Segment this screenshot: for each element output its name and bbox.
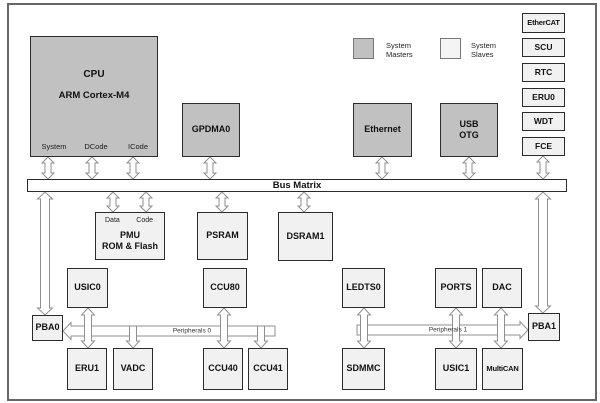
block-psram: PSRAM [197, 212, 248, 260]
block-vadc: VADC [113, 348, 153, 390]
peripheral-bus0-line [62, 321, 276, 341]
block-gpdma0: GPDMA0 [182, 103, 240, 157]
pmu-line1: PMU [119, 229, 140, 240]
block-multican: MultiCAN [482, 348, 523, 390]
block-pba1: PBA1 [528, 313, 560, 341]
arrow-bus-dsram1 [296, 191, 312, 213]
arrow-bus-pmu-data [105, 191, 121, 213]
bus-matrix-label: Bus Matrix [272, 180, 322, 191]
arrow-cpu-system-bus [40, 156, 56, 180]
cpu-text: CPU ARM Cortex-M4 [59, 69, 130, 102]
block-rtc: RTC [522, 63, 565, 82]
peripherals0-bus-label: Peripherals 0 [172, 327, 212, 335]
legend-slaves-swatch [440, 38, 461, 59]
peripherals1-bus-label: Peripherals 1 [428, 326, 468, 334]
block-usb-otg: USB OTG [440, 103, 498, 157]
cpu-port-icode: ICode [127, 141, 149, 151]
arrow-fce-bus [535, 155, 551, 180]
pmu-line2: ROM & Flash [101, 241, 158, 251]
block-wdt: WDT [522, 112, 565, 131]
block-ports: PORTS [435, 268, 477, 308]
block-eru0: ERU0 [522, 88, 565, 107]
cpu-port-dcode: DCode [84, 141, 108, 151]
pmu-text: PMU ROM & Flash [102, 230, 158, 253]
pmu-port-data: Data [105, 217, 120, 224]
legend-masters-label: System Masters [386, 41, 413, 60]
arrow-ethernet-bus [374, 156, 390, 180]
arrow-gpdma0-bus [202, 156, 218, 180]
arrow-ccu41-branch [253, 325, 269, 349]
usb-line2: OTG [459, 130, 479, 140]
block-ccu41: CCU41 [248, 348, 288, 390]
bus-matrix-bar: Bus Matrix [27, 179, 567, 192]
block-scu: SCU [522, 38, 565, 57]
block-ethercat: EtherCAT [522, 13, 565, 33]
block-ccu40: CCU40 [203, 348, 243, 390]
arrow-bus-pba1 [534, 191, 552, 314]
arrow-usb-otg-bus [461, 156, 477, 180]
block-usic0: USIC0 [67, 268, 108, 308]
block-ledts0: LEDTS0 [342, 268, 385, 308]
block-cpu: CPU ARM Cortex-M4 System DCode ICode [30, 36, 158, 157]
peripheral-bus1-line [356, 320, 529, 340]
block-sdmmc: SDMMC [342, 348, 385, 390]
cpu-port-system: System [41, 141, 67, 151]
arrow-bus-pmu-code [138, 191, 154, 213]
arrow-bus-pba0 [36, 191, 54, 316]
usb-line1: USB [459, 118, 479, 129]
block-ccu80: CCU80 [203, 268, 247, 308]
block-ethernet: Ethernet [353, 103, 412, 157]
block-usic1: USIC1 [435, 348, 477, 390]
legend-slaves-label: System Slaves [471, 41, 497, 60]
block-dac: DAC [482, 268, 522, 308]
block-pmu: Data Code PMU ROM & Flash [95, 212, 165, 260]
block-dsram1: DSRAM1 [278, 212, 333, 261]
cpu-subtitle: ARM Cortex-M4 [58, 90, 130, 102]
arrow-vadc-branch [125, 325, 141, 349]
arrow-bus-psram [214, 191, 230, 213]
pmu-port-code: Code [136, 217, 153, 224]
usb-otg-text: USB OTG [459, 119, 479, 142]
arrow-cpu-dcode-bus [84, 156, 100, 180]
arrow-cpu-icode-bus [125, 156, 141, 180]
block-eru1: ERU1 [67, 348, 107, 390]
cpu-title: CPU [83, 68, 105, 80]
block-pba0: PBA0 [32, 315, 63, 341]
diagram-border [7, 3, 597, 401]
legend-masters-swatch [353, 38, 374, 59]
block-fce: FCE [522, 137, 565, 156]
